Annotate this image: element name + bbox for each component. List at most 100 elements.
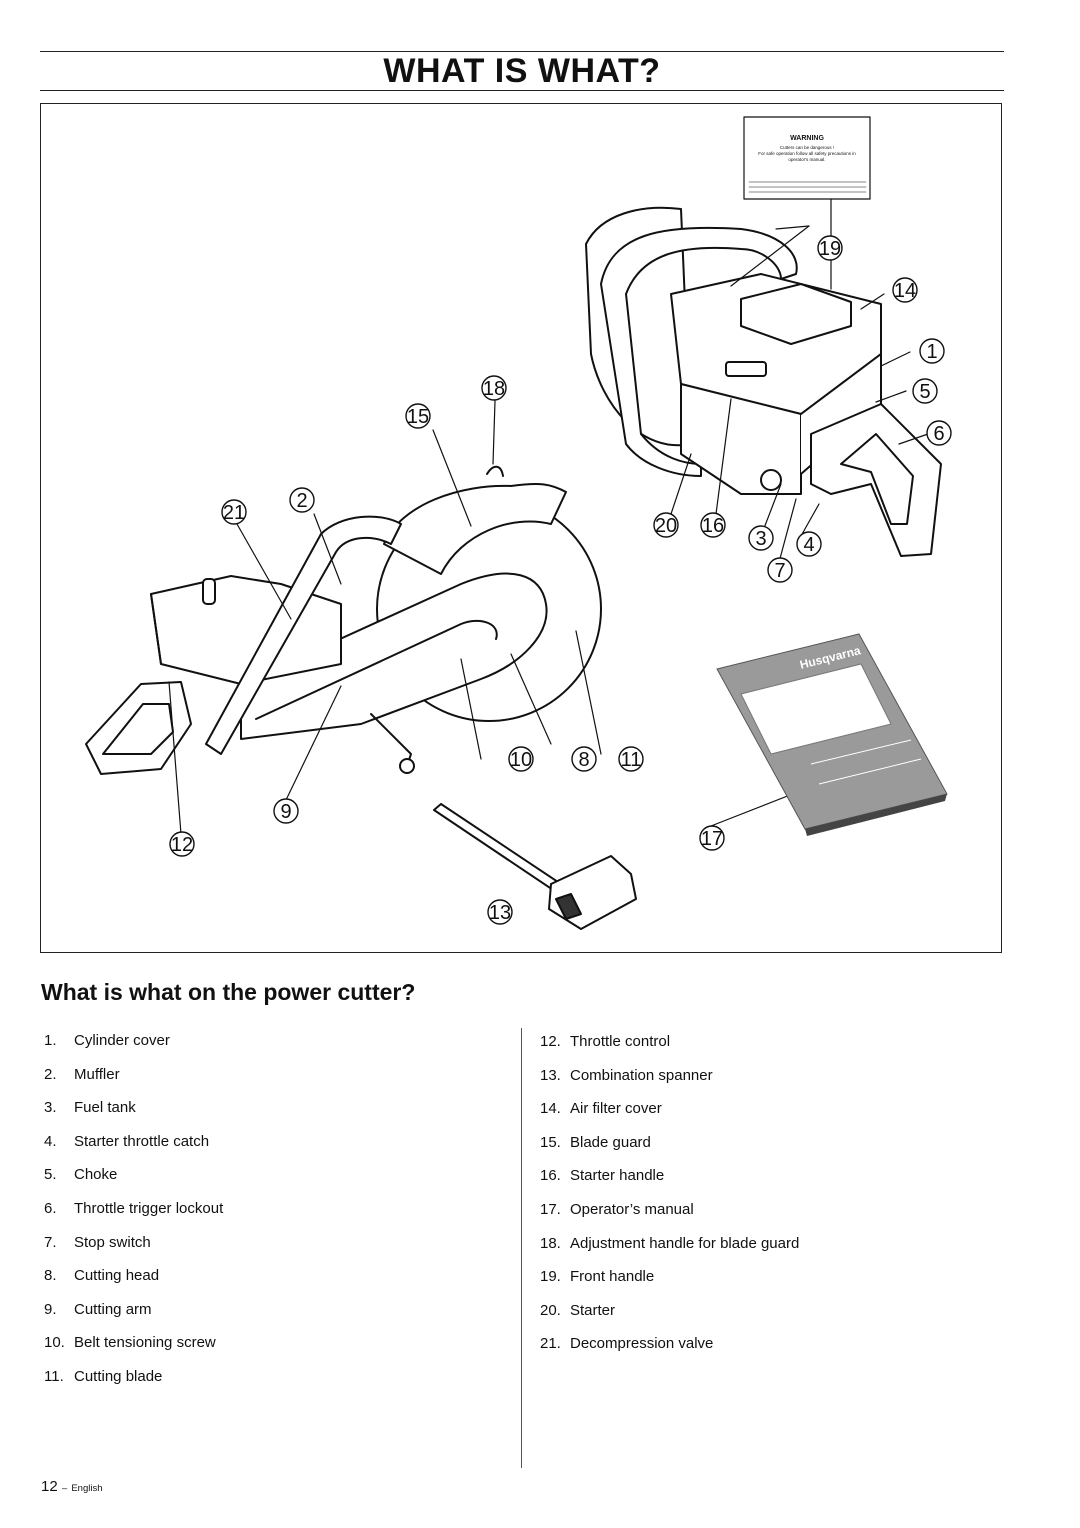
- callout-5: 5: [919, 381, 930, 403]
- header-bottom-rule: [40, 90, 1004, 91]
- item-label: Blade guard: [570, 1133, 651, 1151]
- power-cutter-diagram: 19 14 1 5 6 18 15 2 21 20 16 3 4 7 8 10 …: [40, 103, 1002, 953]
- item-label: Front handle: [570, 1268, 655, 1286]
- right-engine-body: [680, 383, 802, 495]
- left-blade-guard: [383, 483, 567, 575]
- parts-list-left: 1.Cylinder cover 2.Muffler 3.Fuel tank 4…: [44, 1032, 504, 1402]
- item-label: Throttle trigger lockout: [74, 1199, 224, 1217]
- item-number: 16.: [540, 1167, 561, 1185]
- item-label: Decompression valve: [570, 1335, 714, 1353]
- callout-18: 18: [483, 378, 505, 400]
- column-divider: [521, 1028, 522, 1468]
- list-item: 3. Fuel tank: [44, 1099, 504, 1133]
- operators-manual-illustration: [716, 633, 948, 836]
- callout-10: 10: [510, 749, 532, 771]
- callout-16: 16: [702, 515, 724, 537]
- item-label: Cutting arm: [74, 1300, 152, 1318]
- list-item: 21. Decompression valve: [540, 1335, 1000, 1369]
- item-number: 10.: [44, 1334, 65, 1352]
- page-footer: 12 – English: [41, 1478, 103, 1495]
- item-label: Muffler: [74, 1065, 120, 1083]
- right-front-handle: [600, 226, 798, 477]
- item-number: 11.: [44, 1367, 64, 1385]
- callout-7: 7: [774, 560, 785, 582]
- item-label: Starter handle: [570, 1167, 665, 1185]
- item-label: Air filter cover: [570, 1100, 662, 1118]
- item-number: 13.: [540, 1066, 561, 1084]
- item-number: 7.: [44, 1233, 57, 1251]
- callout-11: 11: [621, 749, 642, 771]
- list-item: 11. Cutting blade: [44, 1368, 504, 1402]
- list-item: 20.Starter: [540, 1302, 1000, 1336]
- list-item: 17. Operator’s manual: [540, 1201, 1000, 1235]
- item-number: 18.: [540, 1234, 561, 1252]
- list-item: 13. Combination spanner: [540, 1067, 1000, 1101]
- item-label: Operator’s manual: [570, 1200, 694, 1218]
- callout-17: 17: [701, 828, 723, 850]
- page-number: 12: [41, 1478, 58, 1495]
- list-item: 5. Choke: [44, 1166, 504, 1200]
- callout-19: 19: [819, 238, 841, 260]
- list-item: 7. Stop switch: [44, 1234, 504, 1268]
- item-number: 6.: [44, 1199, 57, 1217]
- list-item: 6. Throttle trigger lockout: [44, 1200, 504, 1234]
- list-item: 2. Muffler: [44, 1066, 504, 1100]
- item-label: Throttle control: [570, 1033, 671, 1050]
- item-number: 5.: [44, 1166, 57, 1184]
- item-number: 20.: [540, 1301, 561, 1319]
- callout-14: 14: [894, 280, 916, 302]
- callout-8: 8: [578, 749, 589, 771]
- warning-line-2: For safe operation follow all safety pre…: [758, 151, 856, 156]
- list-item: 10. Belt tensioning screw: [44, 1334, 504, 1368]
- list-item: 9. Cutting arm: [44, 1301, 504, 1335]
- list-item: 19. Front handle: [540, 1268, 1000, 1302]
- footer-separator: –: [61, 1483, 68, 1494]
- item-number: 4.: [44, 1132, 57, 1150]
- callout-12: 12: [171, 834, 193, 856]
- item-label: Stop switch: [74, 1233, 151, 1251]
- list-item: 16. Starter handle: [540, 1167, 1000, 1201]
- item-number: 1.: [44, 1032, 57, 1049]
- callout-13: 13: [489, 902, 511, 924]
- callout-6: 6: [933, 423, 944, 445]
- item-label: Fuel tank: [74, 1099, 136, 1117]
- callout-2: 2: [296, 490, 307, 512]
- warning-line-1: Cutters can be dangerous !: [780, 145, 834, 150]
- item-label: Adjustment handle for blade guard: [570, 1234, 800, 1252]
- left-front-handle: [205, 515, 402, 755]
- list-item: 4. Starter throttle catch: [44, 1133, 504, 1167]
- item-label: Choke: [74, 1166, 118, 1184]
- list-item: 18. Adjustment handle for blade guard: [540, 1235, 1000, 1269]
- item-number: 21.: [540, 1335, 561, 1353]
- item-label: Cutting blade: [74, 1367, 163, 1385]
- warning-heading: WARNING: [790, 135, 824, 142]
- item-label: Cutting head: [74, 1267, 160, 1285]
- section-heading: What is what on the power cutter?: [41, 979, 416, 1005]
- callout-9: 9: [280, 801, 291, 823]
- footer-language: English: [71, 1483, 103, 1494]
- item-label: Starter throttle catch: [74, 1132, 210, 1150]
- item-label: Combination spanner: [570, 1066, 713, 1084]
- item-number: 9.: [44, 1300, 57, 1318]
- item-number: 3.: [44, 1099, 57, 1117]
- right-air-filter-cover: [740, 283, 852, 345]
- list-item: 8. Cutting head: [44, 1267, 504, 1301]
- item-number: 15.: [540, 1133, 561, 1151]
- callout-20: 20: [655, 515, 677, 537]
- item-number: 19.: [540, 1268, 561, 1286]
- item-number: 14.: [540, 1100, 561, 1118]
- callout-4: 4: [803, 534, 814, 556]
- list-item: 12.Throttle control: [540, 1033, 1000, 1067]
- page-title: WHAT IS WHAT?: [383, 52, 661, 90]
- list-item: 15. Blade guard: [540, 1134, 1000, 1168]
- item-number: 2.: [44, 1065, 57, 1083]
- power-cutter-illustration: 19 14 1 5 6 18 15 2 21 20 16 3 4 7 8 10 …: [85, 116, 952, 930]
- item-label: Belt tensioning screw: [74, 1334, 216, 1352]
- item-number: 8.: [44, 1267, 57, 1285]
- item-number: 17.: [540, 1200, 561, 1218]
- callout-15: 15: [407, 406, 429, 428]
- parts-list-right: 12.Throttle control 13. Combination spann…: [540, 1033, 1000, 1369]
- callout-1: 1: [926, 341, 937, 363]
- left-cutting-arm: [240, 572, 548, 740]
- callout-21: 21: [223, 502, 245, 524]
